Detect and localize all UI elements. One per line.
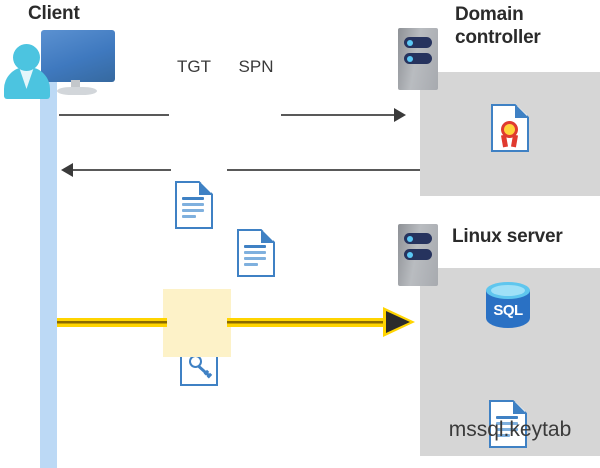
response-arrow-segment-right [227,169,420,171]
server-rack-icon [398,28,438,90]
document-line-3 [182,209,204,212]
client-title: Client [28,3,80,24]
certificate-document-icon [491,104,529,152]
document-line-1 [244,245,266,248]
response-arrow-head [61,163,73,177]
rack-led-2 [407,55,413,62]
rack-led-1 [407,39,413,46]
document-line-2 [182,203,204,206]
auth-arrow-segment-right [227,318,386,327]
domain-controller-title: Domain controller [455,3,595,49]
document-line-2 [496,422,518,425]
tgt-label: TGT [177,57,211,76]
domain-controller-title-line2: controller [455,27,541,48]
document-line-3 [496,428,518,431]
document-line-1 [496,416,518,419]
request-arrow-segment-left [59,114,169,116]
rack-led-1 [407,235,413,242]
spn-document-icon [237,229,275,277]
rack-bay-1 [404,233,432,244]
document-fold [199,181,213,195]
document-line-4 [496,434,510,437]
tgt-document-icon [175,181,213,229]
rack-bay-1 [404,37,432,48]
document-line-4 [182,215,196,218]
sql-database-icon: SQL [486,282,530,334]
monitor-base-icon [57,87,97,95]
response-arrow-segment-left [73,169,171,171]
rack-bay-2 [404,249,432,260]
domain-controller-title-line1: Domain [455,4,524,25]
request-arrow-segment-right [281,114,394,116]
document-fold [261,229,275,243]
seal-inner [504,124,515,135]
rack-led-2 [407,251,413,258]
auth-arrow-head-inner [386,311,410,333]
auth-highlight-box [163,289,231,357]
spn-label: SPN [238,57,274,76]
auth-arrow-segment-left [57,318,167,327]
db-cylinder-top-inner [491,285,525,296]
keytab-filename-label: mssql.keytab [448,418,572,441]
request-arrow-head [394,108,406,122]
keytab-document-icon [489,400,527,448]
document-line-2 [244,251,266,254]
monitor-stand-icon [71,80,80,91]
rack-bay-2 [404,53,432,64]
server-rack-icon [398,224,438,286]
document-line-1 [182,197,204,200]
client-lifeline [40,82,57,468]
document-line-3 [244,257,266,260]
sql-badge-label: SQL [493,302,523,319]
monitor-icon [41,30,115,82]
linux-server-title: Linux server [452,226,563,247]
user-head-icon [13,44,40,71]
document-line-4 [244,263,258,266]
